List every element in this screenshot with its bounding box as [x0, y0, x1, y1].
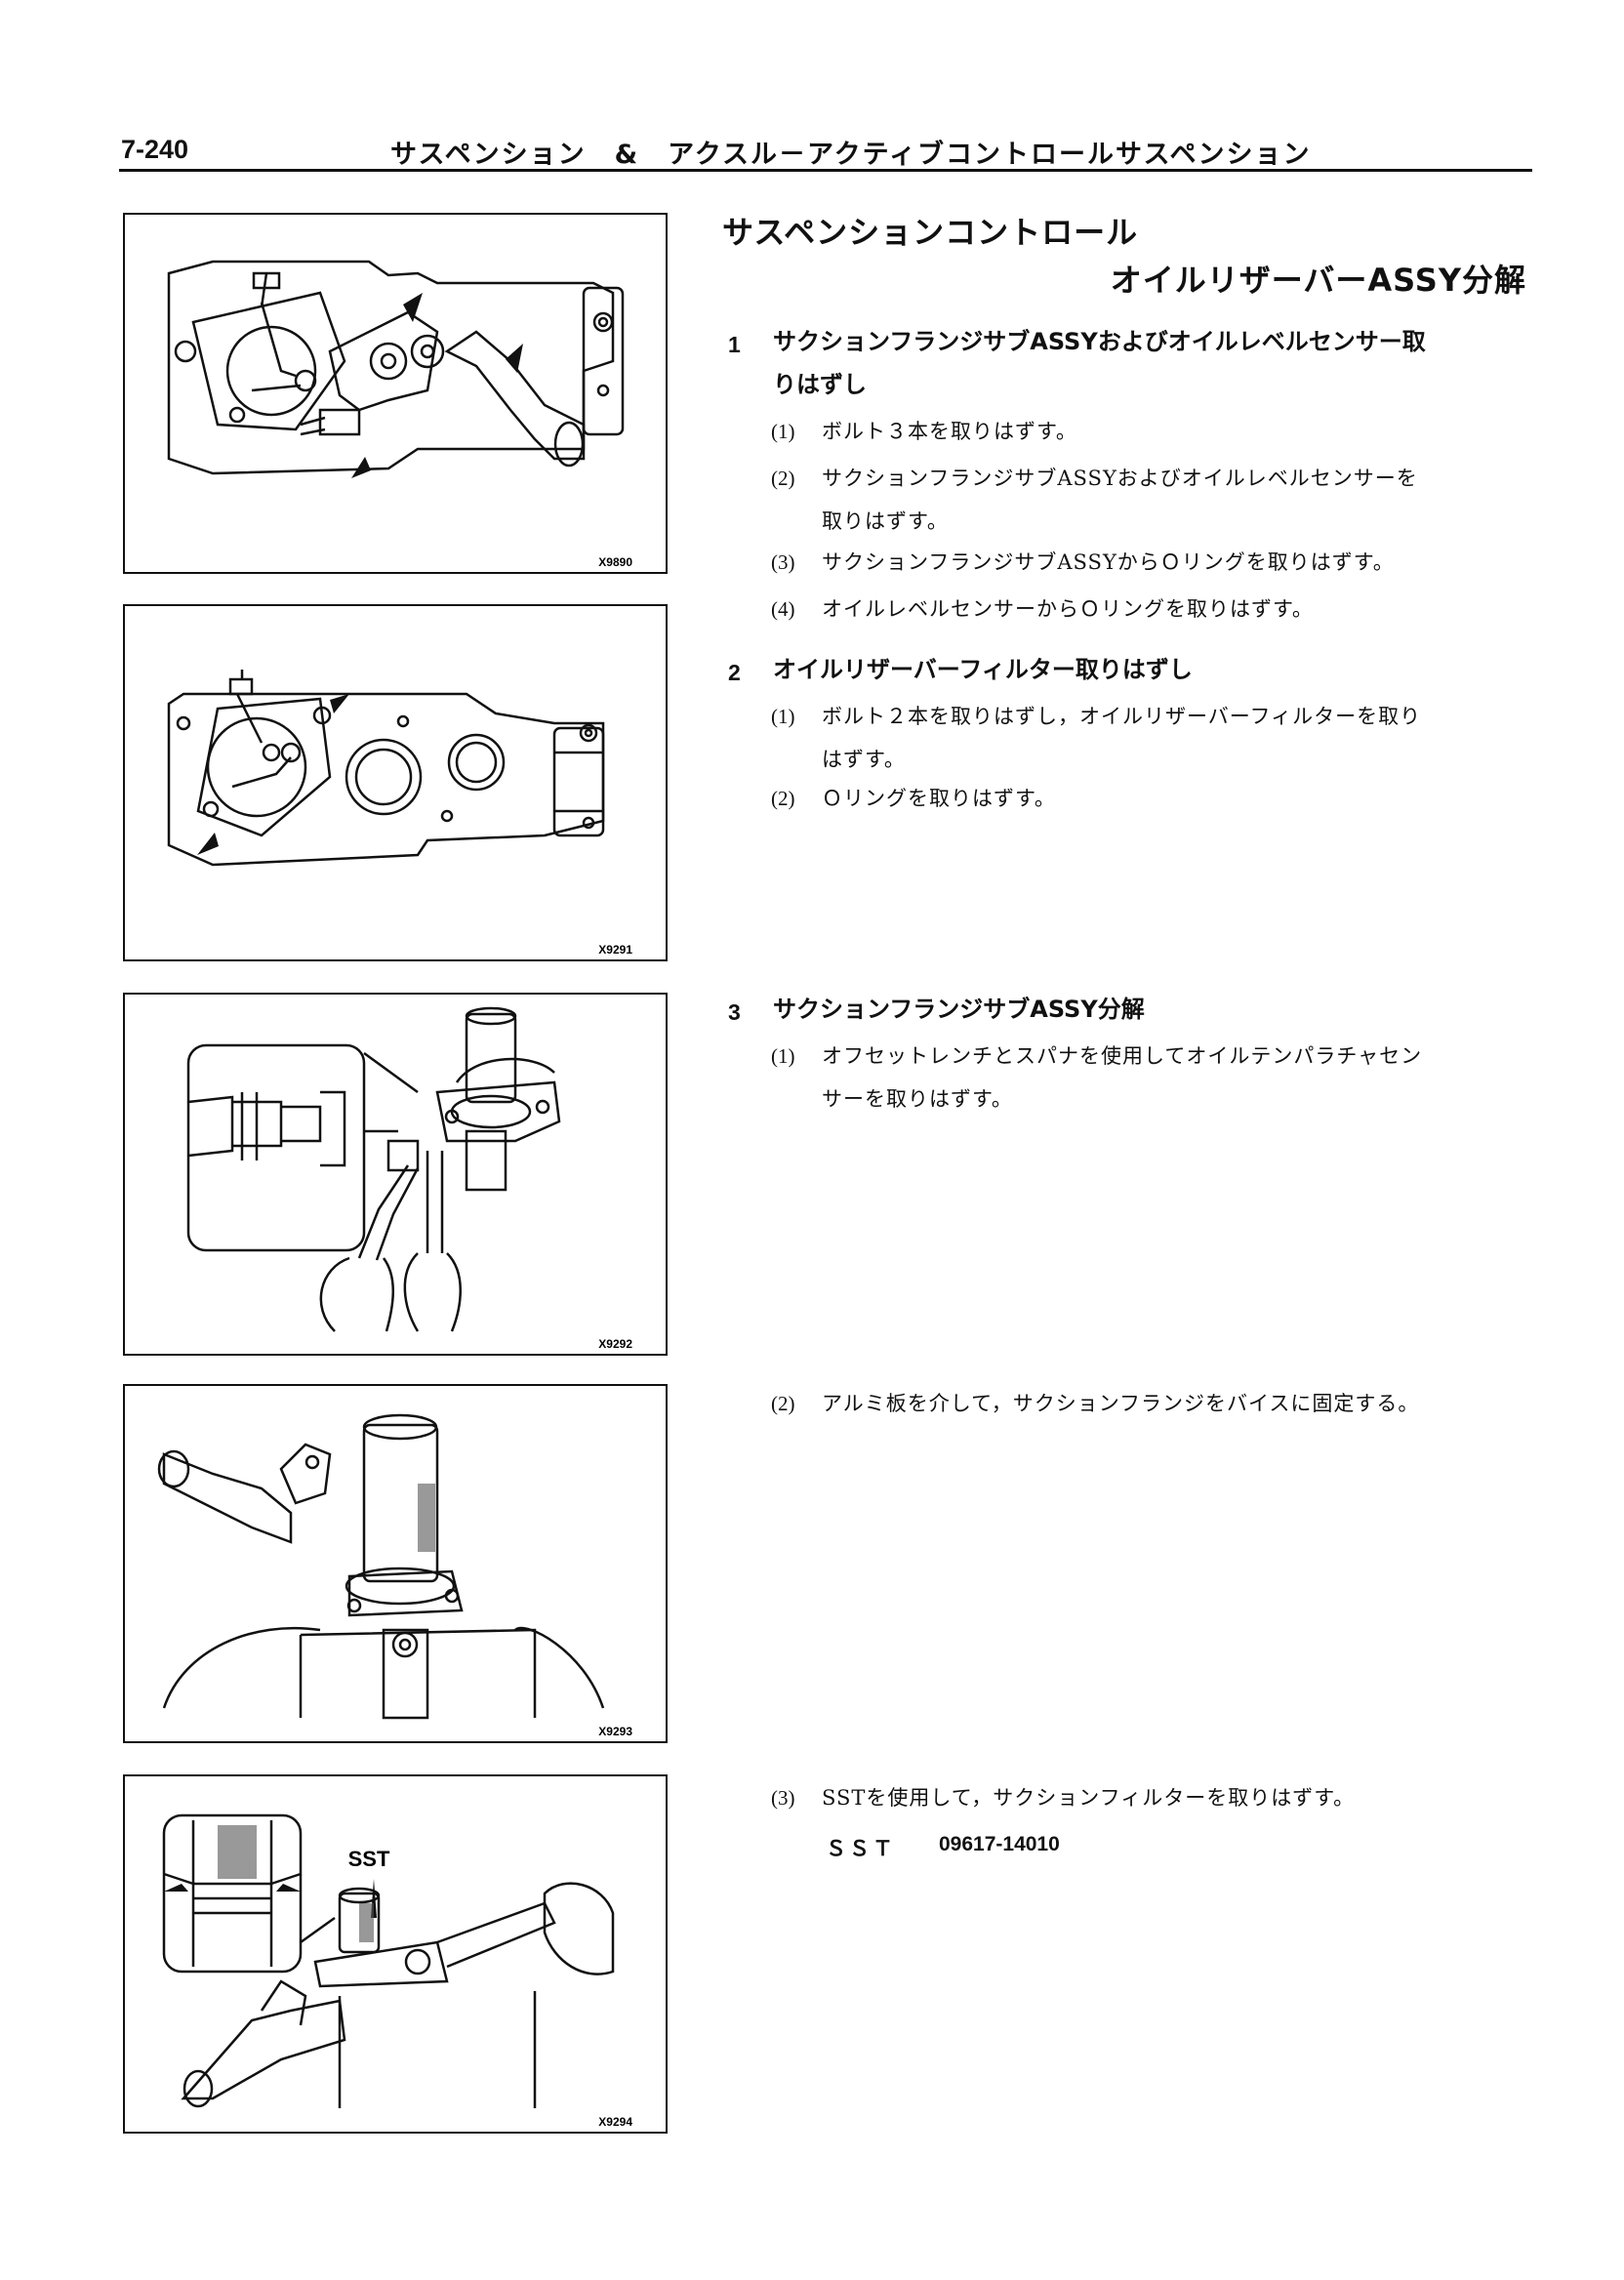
- sst-number: 09617-14010: [939, 1833, 1060, 1855]
- substep-text: はずす。: [822, 748, 906, 771]
- page-number: 7-240: [121, 135, 189, 164]
- substep-text: オイルレベルセンサーからＯリングを取りはずす。: [822, 597, 1314, 621]
- substep-number: (3): [771, 1786, 795, 1810]
- substep-number: (4): [771, 597, 795, 621]
- substep-number: (1): [771, 1044, 795, 1068]
- sst-callout: SST: [348, 1847, 390, 1871]
- header-rule: [119, 169, 1532, 172]
- substep-text: Ｏリングを取りはずす。: [822, 787, 1056, 810]
- section-title: サスペンションコントロール: [722, 214, 1139, 251]
- substep-text: ボルト２本を取りはずし，オイルリザーバーフィルターを取り: [822, 705, 1422, 728]
- figure-code: X9291: [598, 943, 632, 957]
- substep-text: ボルト３本を取りはずす。: [822, 420, 1077, 443]
- substep-text: オフセットレンチとスパナを使用してオイルテンパラチャセン: [822, 1044, 1423, 1068]
- substep-number: (2): [771, 1392, 795, 1415]
- substep-text: SSTを使用して，サクションフィルターを取りはずす。: [822, 1786, 1356, 1810]
- sst-filter-drawing: SST X9294: [162, 1813, 632, 2129]
- substep-text: 取りはずす。: [822, 509, 949, 533]
- figure-code: X9293: [598, 1725, 632, 1738]
- figure-code: X9292: [598, 1337, 632, 1351]
- figure-sst-filter: SST X9294: [123, 1774, 668, 2134]
- figure-code: X9294: [598, 2115, 632, 2129]
- substep-number: (3): [771, 550, 795, 574]
- figure-vise: X9293: [123, 1384, 668, 1743]
- substep-text: サクションフランジサブASSYからＯリングを取りはずす。: [822, 550, 1395, 574]
- figure-reservoir-flange: X9890: [123, 213, 668, 574]
- substep-number: (1): [771, 420, 795, 443]
- header-title: サスペンション & アクスル－アクティブコントロールサスペンション: [390, 140, 1312, 170]
- substep-number: (1): [771, 705, 795, 728]
- step-title: サクションフランジサブASSYおよびオイルレベルセンサー取: [773, 328, 1426, 355]
- figure-offset-wrench: X9292: [123, 993, 668, 1356]
- substep-number: (2): [771, 787, 795, 810]
- step-title: サクションフランジサブASSY分解: [773, 996, 1145, 1023]
- offset-wrench-drawing: X9292: [186, 1006, 632, 1351]
- vise-drawing: X9293: [157, 1413, 632, 1738]
- substep-text: サクションフランジサブASSYおよびオイルレベルセンサーを: [822, 467, 1418, 490]
- step-number: 2: [728, 660, 741, 685]
- sst-label: ＳＳＴ: [826, 1838, 896, 1860]
- figure-code: X9890: [598, 555, 632, 569]
- section-subtitle: オイルリザーバーASSY分解: [1110, 262, 1526, 299]
- step-title-cont: りはずし: [773, 371, 867, 398]
- step-number: 3: [728, 999, 741, 1025]
- substep-text: サーを取りはずす。: [822, 1087, 1013, 1111]
- step-title: オイルリザーバーフィルター取りはずし: [773, 656, 1193, 683]
- figure-reservoir-filter: X9291: [123, 604, 668, 961]
- reservoir-filter-drawing: X9291: [167, 670, 632, 957]
- substep-number: (2): [771, 467, 795, 490]
- step-number: 1: [728, 332, 741, 357]
- substep-text: アルミ板を介して，サクションフランジをバイスに固定する。: [822, 1392, 1420, 1415]
- reservoir-flange-drawing: X9890: [167, 260, 632, 569]
